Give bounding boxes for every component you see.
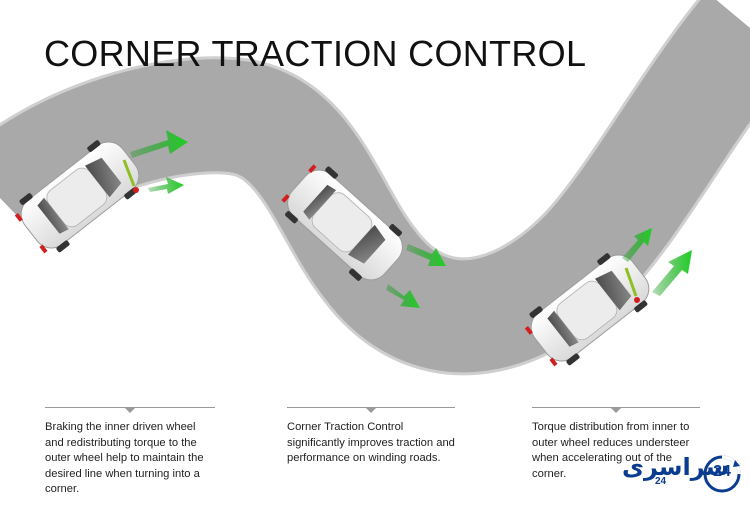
torque-arrow-right-inner — [622, 228, 652, 262]
caption-text: Torque distribution from inner to outer … — [532, 421, 690, 480]
caption-divider — [45, 407, 215, 413]
watermark-badge-number: 24 — [713, 463, 731, 480]
torque-arrow-right-outer — [652, 250, 692, 296]
caption-mid-corner: Corner Traction Control significantly im… — [287, 407, 455, 467]
brake-marker-right — [624, 267, 640, 303]
car-right — [524, 253, 650, 367]
clock-badge-icon — [703, 455, 741, 493]
watermark-text: سراسری — [622, 453, 730, 481]
torque-arrow-left-outer — [130, 130, 188, 158]
brake-marker-left — [122, 159, 139, 193]
car-left — [14, 140, 140, 254]
watermark-sub: 24 — [655, 476, 667, 487]
caption-turn-in: Braking the inner driven wheel and redis… — [45, 407, 215, 498]
caption-text: Braking the inner driven wheel and redis… — [45, 421, 204, 495]
caption-exit: Torque distribution from inner to outer … — [532, 407, 700, 482]
torque-arrow-left-inner — [148, 177, 184, 194]
car-center — [281, 164, 403, 281]
torque-arrow-center-upper — [406, 244, 446, 266]
torque-arrow-center-lower — [386, 284, 420, 308]
watermark-logo: سراسری 24 24 — [622, 453, 742, 497]
page-title: CORNER TRACTION CONTROL — [44, 33, 587, 74]
caption-divider — [532, 407, 700, 413]
caption-divider — [287, 407, 455, 413]
caption-text: Corner Traction Control significantly im… — [287, 421, 455, 464]
